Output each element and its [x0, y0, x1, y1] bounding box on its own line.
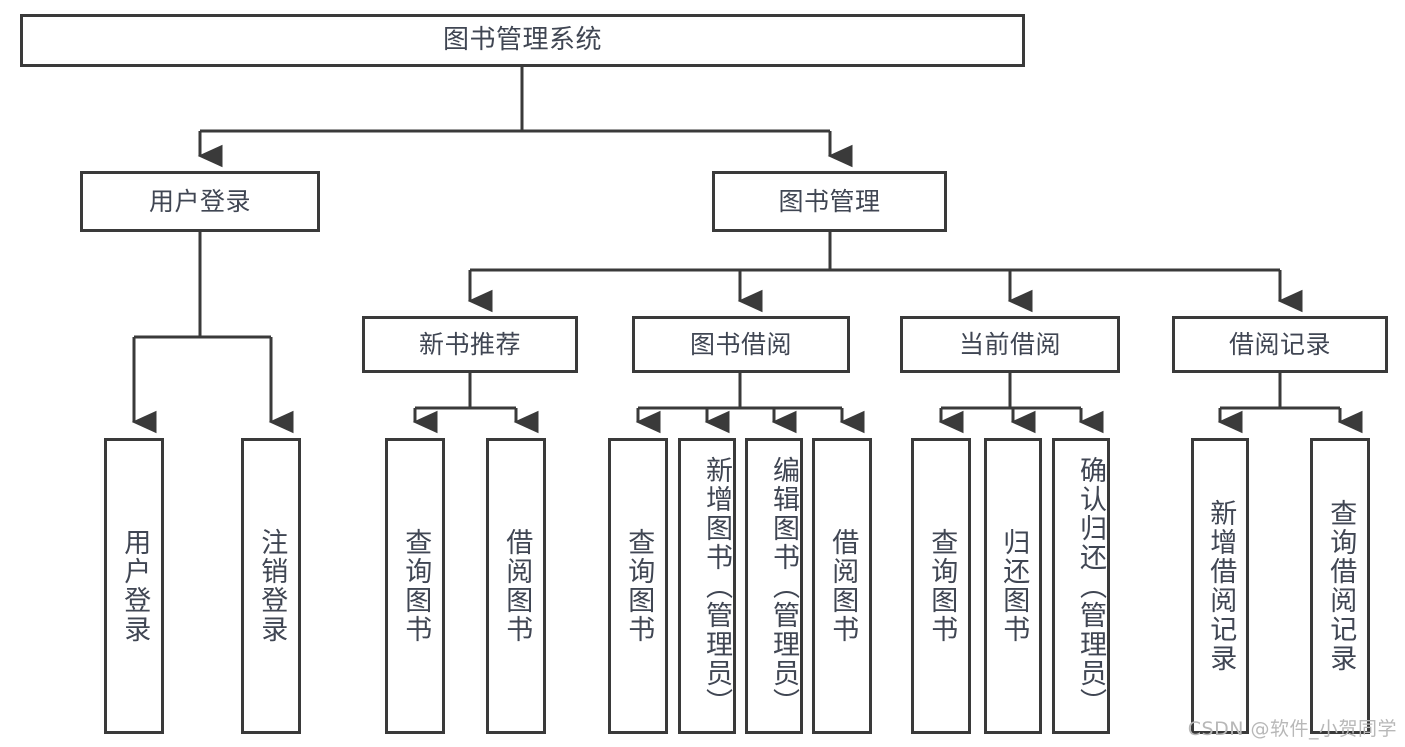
node-leaf-confirm-return[interactable]: 确认归还（管理员）	[1052, 438, 1110, 734]
node-leaf-add-book[interactable]: 新增图书（管理员）	[678, 438, 736, 734]
node-current-borrow[interactable]: 当前借阅	[900, 316, 1120, 373]
node-leaf-return-book[interactable]: 归还图书	[984, 438, 1042, 734]
node-root-system[interactable]: 图书管理系统	[20, 14, 1025, 67]
node-new-book-recommend[interactable]: 新书推荐	[362, 316, 578, 373]
node-leaf-query-book-3[interactable]: 查询图书	[911, 438, 971, 734]
node-borrow-record[interactable]: 借阅记录	[1172, 316, 1388, 373]
node-leaf-query-record[interactable]: 查询借阅记录	[1310, 438, 1370, 734]
node-leaf-user-login[interactable]: 用户登录	[104, 438, 164, 734]
node-leaf-user-logout[interactable]: 注销登录	[241, 438, 301, 734]
node-leaf-add-record[interactable]: 新增借阅记录	[1191, 438, 1249, 734]
watermark-credit: CSDN @软件_小贺同学	[1187, 718, 1397, 740]
node-leaf-borrow-book-2[interactable]: 借阅图书	[812, 438, 872, 734]
node-leaf-query-book-1[interactable]: 查询图书	[385, 438, 445, 734]
node-book-manage[interactable]: 图书管理	[712, 171, 947, 232]
node-leaf-borrow-book-1[interactable]: 借阅图书	[486, 438, 546, 734]
node-leaf-query-book-2[interactable]: 查询图书	[608, 438, 668, 734]
node-user-login[interactable]: 用户登录	[80, 171, 320, 232]
node-leaf-edit-book[interactable]: 编辑图书（管理员）	[745, 438, 803, 734]
node-book-borrow[interactable]: 图书借阅	[632, 316, 850, 373]
